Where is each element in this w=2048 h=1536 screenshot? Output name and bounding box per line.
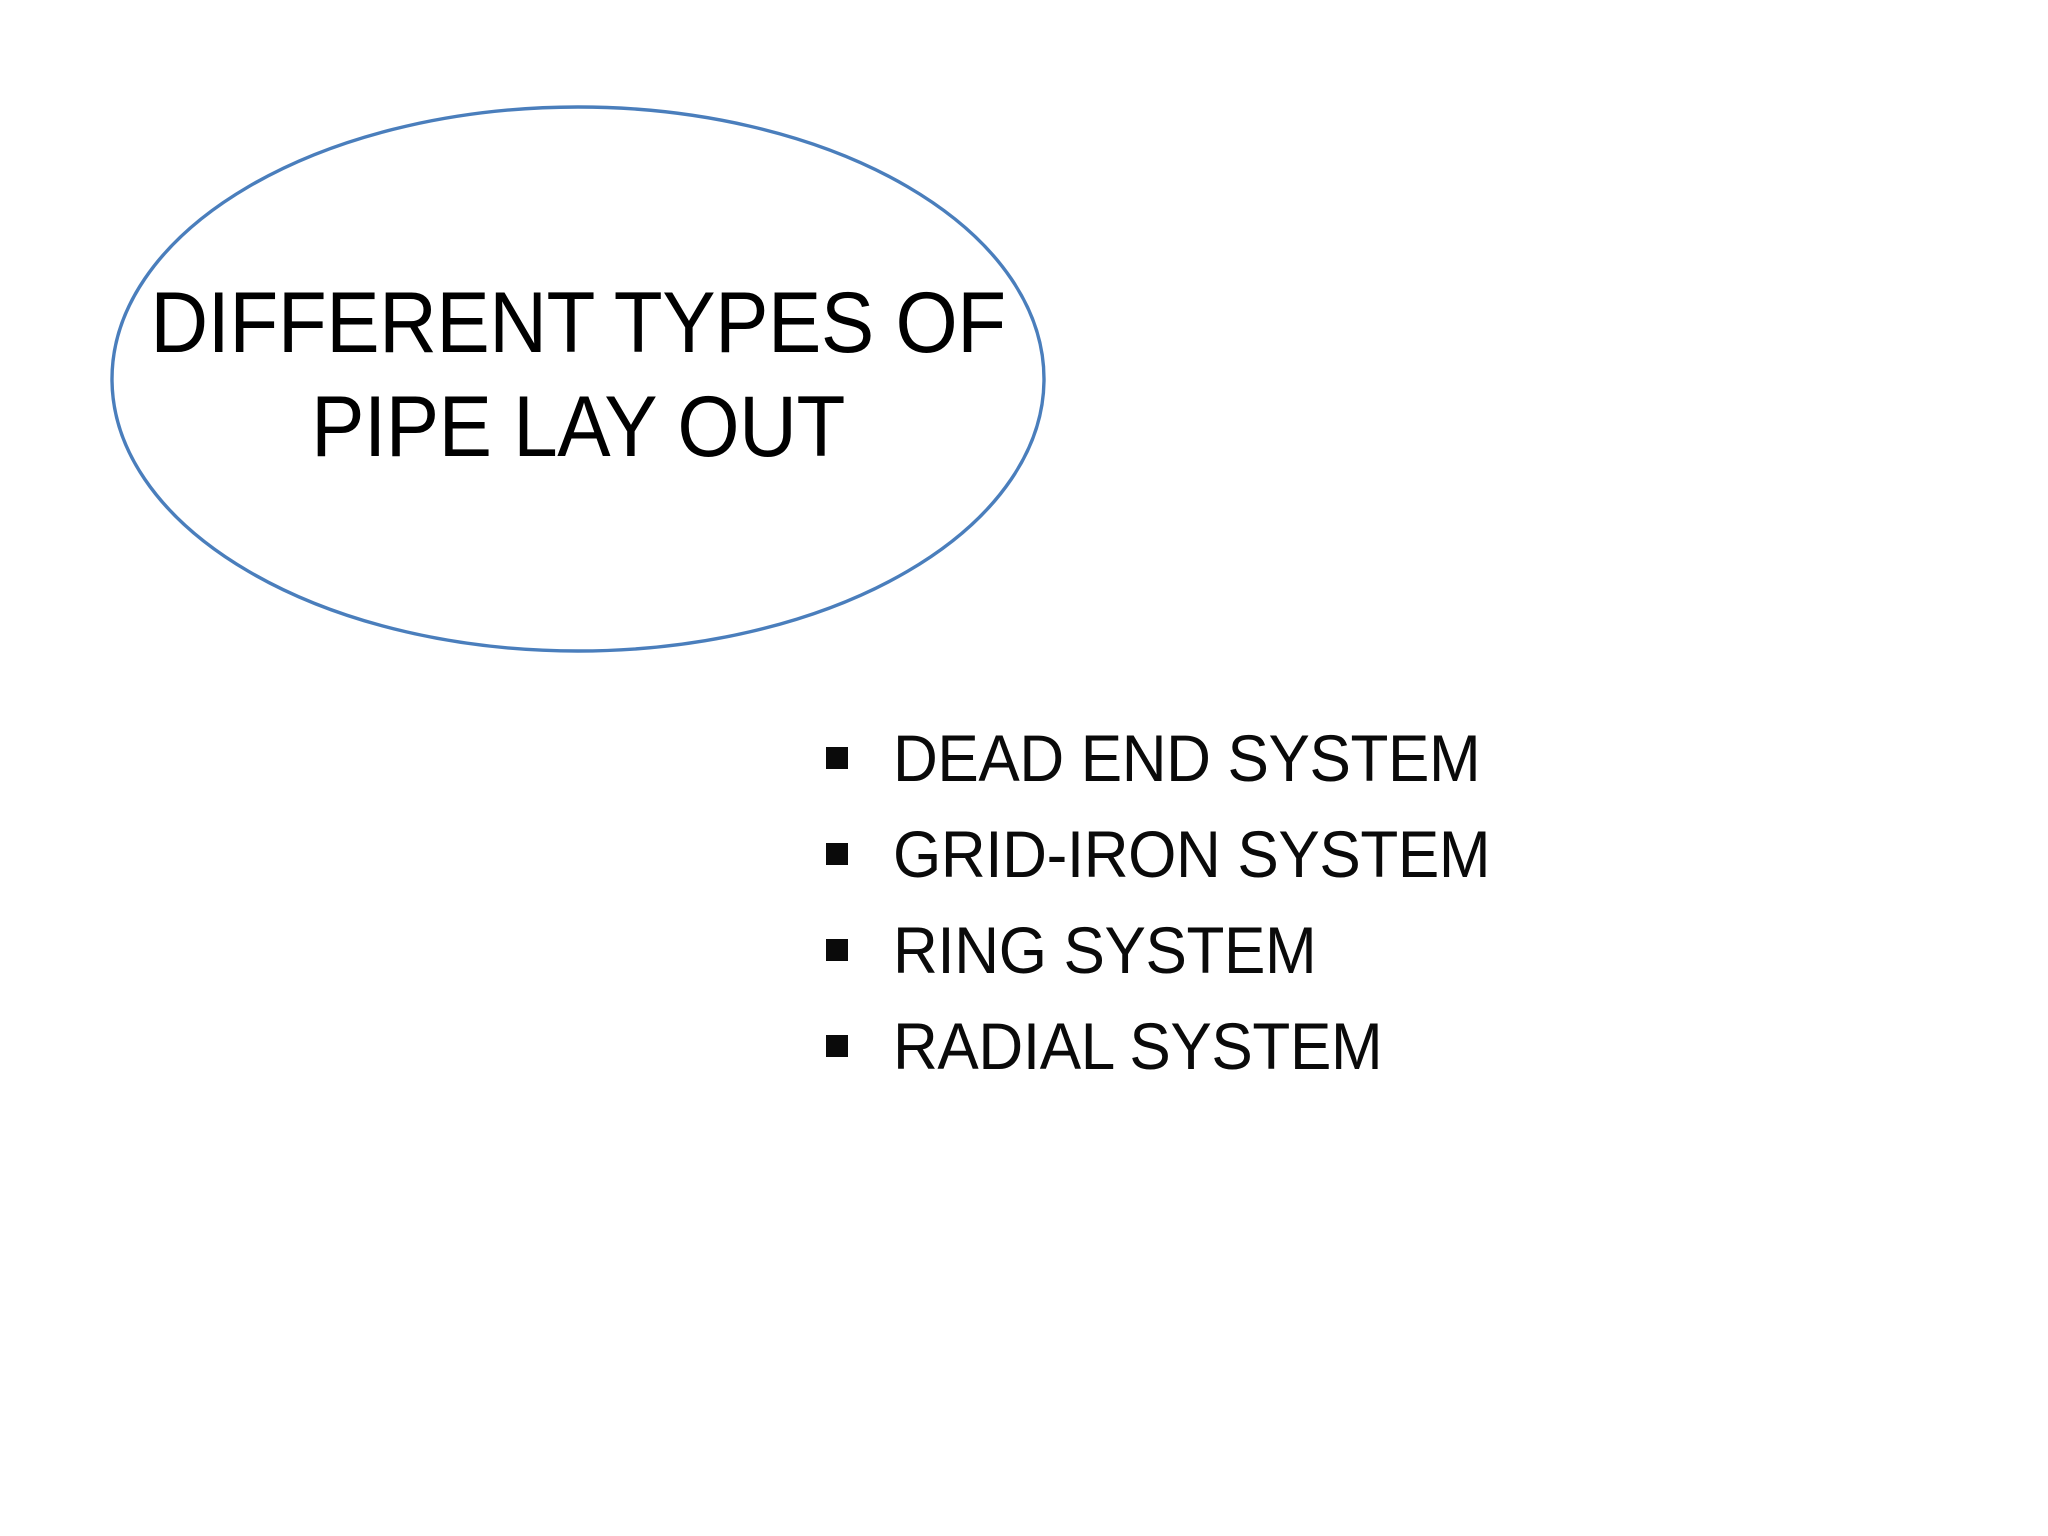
pipe-layout-types-list: DEAD END SYSTEM GRID-IRON SYSTEM RING SY…	[826, 722, 1926, 1106]
title-line-2: PIPE LAY OUT	[311, 379, 845, 475]
square-bullet-icon	[826, 843, 848, 865]
list-item[interactable]: RING SYSTEM	[826, 914, 1926, 1010]
list-item-label: RING SYSTEM	[893, 913, 1317, 987]
list-item-label: DEAD END SYSTEM	[893, 721, 1481, 795]
list-item-label: RADIAL SYSTEM	[893, 1009, 1383, 1083]
title-line-1: DIFFERENT TYPES OF	[150, 275, 1006, 371]
list-item[interactable]: RADIAL SYSTEM	[826, 1010, 1926, 1106]
ellipse-shape[interactable]	[108, 103, 1048, 655]
list-item[interactable]: GRID-IRON SYSTEM	[826, 818, 1926, 914]
title-callout-group[interactable]: DIFFERENT TYPES OF PIPE LAY OUT	[108, 103, 1048, 655]
square-bullet-icon	[826, 747, 848, 769]
list-item[interactable]: DEAD END SYSTEM	[826, 722, 1926, 818]
ellipse-outline	[110, 105, 1046, 653]
list-item-label: GRID-IRON SYSTEM	[893, 817, 1491, 891]
square-bullet-icon	[826, 1035, 848, 1057]
square-bullet-icon	[826, 939, 848, 961]
slide-title: DIFFERENT TYPES OF PIPE LAY OUT	[132, 271, 1025, 479]
